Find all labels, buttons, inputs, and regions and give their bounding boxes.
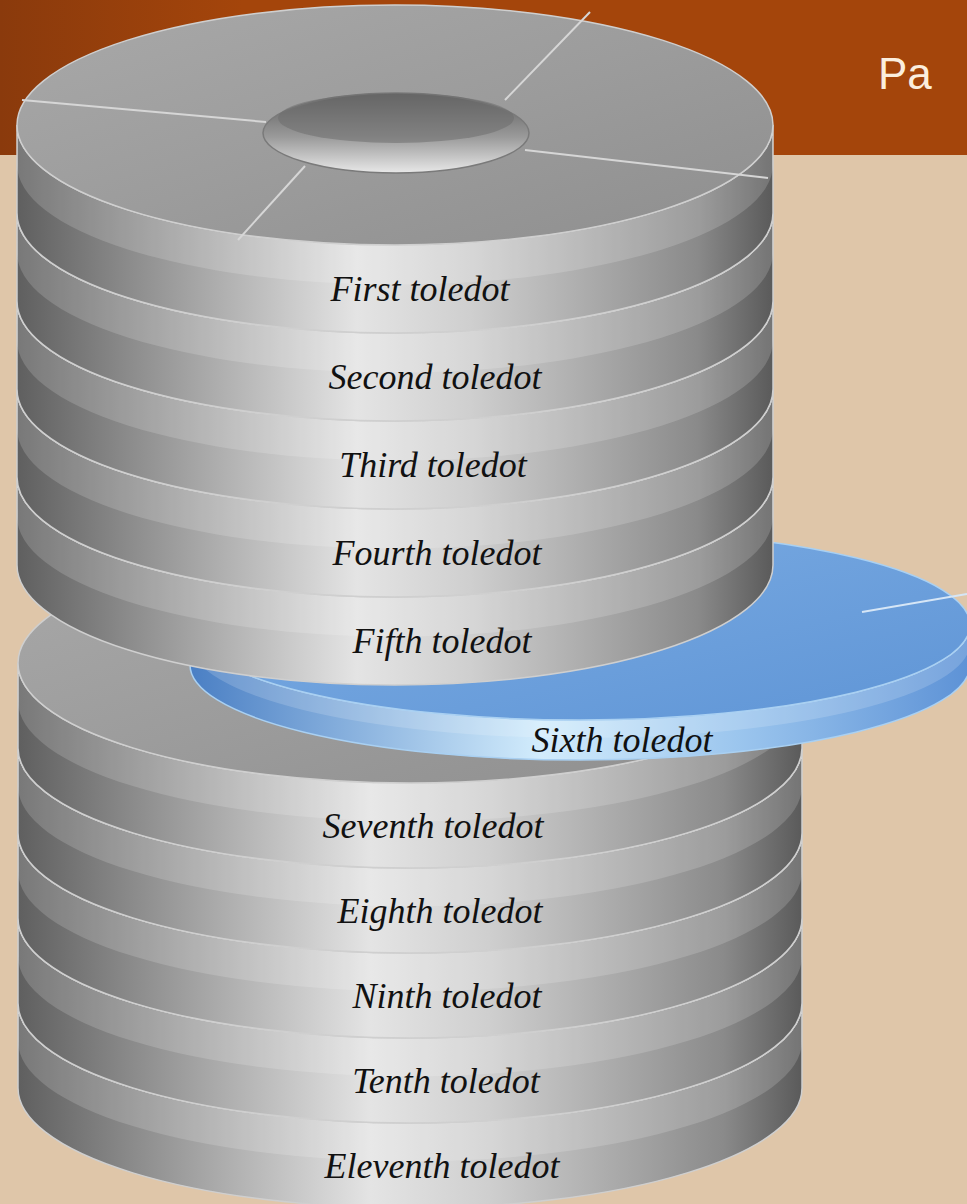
- layer-label: Eleventh toledot: [242, 1144, 642, 1188]
- disc-highlight: [17, 477, 773, 637]
- disc-highlight: [17, 213, 773, 373]
- sector-line: [238, 166, 305, 240]
- layer-label: Eighth toledot: [240, 889, 640, 933]
- layer-label: Seventh toledot: [233, 804, 633, 848]
- disc-highlight: [18, 918, 802, 1076]
- disc-top: [18, 713, 802, 953]
- sector-line: [22, 100, 266, 122]
- slide-title: Pa: [878, 48, 932, 100]
- center-hole: [263, 93, 529, 173]
- disc-top: [18, 798, 802, 1038]
- disc-highlight: [17, 301, 773, 461]
- disc-top: [17, 181, 773, 421]
- disc-top: [18, 543, 802, 783]
- disc-top: [18, 883, 802, 1123]
- layer-label: Tenth toledot: [246, 1059, 646, 1103]
- layer-label: Fourth toledot: [237, 531, 637, 575]
- sector-line: [862, 594, 967, 612]
- layer-label: Ninth toledot: [247, 974, 647, 1018]
- disc-side: [18, 1003, 802, 1204]
- sector-line: [505, 12, 590, 100]
- hole-shadow: [278, 93, 514, 143]
- disc-highlight: [18, 833, 802, 991]
- disc-highlight: [17, 389, 773, 549]
- sector-line: [525, 150, 768, 178]
- layer-label: First toledot: [220, 267, 620, 311]
- disc-layer: First toledot: [17, 5, 773, 333]
- disc-highlight: [18, 748, 802, 906]
- disc-top: [190, 530, 967, 720]
- disc-top: [17, 357, 773, 597]
- disc-top: [17, 269, 773, 509]
- layer-label: Fifth toledot: [242, 619, 642, 663]
- layer-label: Second toledot: [235, 355, 635, 399]
- disc-highlight: [18, 1003, 802, 1161]
- layer-label: Third toledot: [233, 443, 633, 487]
- disc-top: [17, 5, 773, 245]
- disc-top: [18, 628, 802, 868]
- disc-top: [17, 93, 773, 333]
- layer-label: Sixth toledot: [422, 718, 822, 762]
